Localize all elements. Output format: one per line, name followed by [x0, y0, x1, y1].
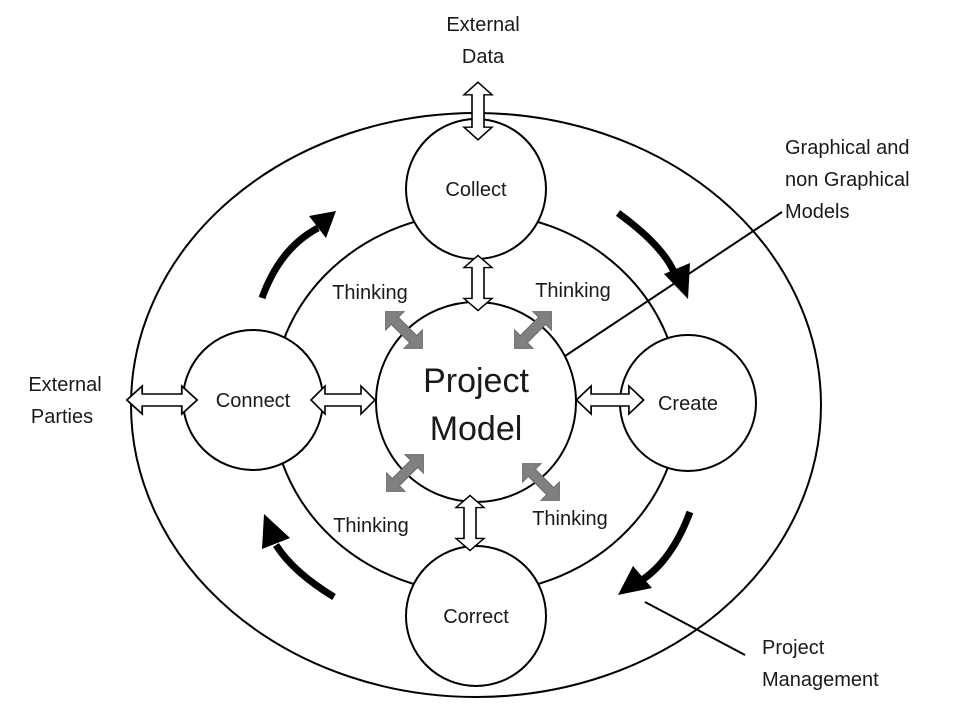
project-model-node: Project Model — [375, 301, 577, 503]
management-leader-line — [644, 601, 746, 656]
center-label-line2: Model — [430, 410, 523, 448]
thinking-label-bottom-left: Thinking — [333, 515, 409, 537]
collect-node: Collect — [405, 118, 547, 260]
correct-label: Correct — [443, 606, 509, 628]
connect-label: Connect — [216, 390, 291, 412]
thinking-label-bottom-right: Thinking — [532, 508, 608, 530]
project-management-label-line2: Management — [762, 669, 879, 691]
external-data-exchange-icon — [463, 81, 493, 141]
external-parties-label-line1: External — [28, 374, 101, 396]
connect-node: Connect — [182, 329, 324, 471]
external-data-label-line1: External — [446, 14, 519, 36]
connect-model-exchange-icon — [310, 385, 376, 415]
external-parties-label-line2: Parties — [31, 406, 93, 428]
cycle-arrow-bottom-left-icon — [262, 514, 336, 600]
create-label: Create — [658, 393, 718, 415]
model-create-exchange-icon — [575, 385, 645, 415]
models-label-line1: Graphical and — [785, 137, 910, 159]
cycle-arrow-bottom-right-icon — [618, 510, 694, 595]
thinking-label-top-right: Thinking — [535, 280, 611, 302]
models-label-line3: Models — [785, 201, 849, 223]
collect-model-exchange-icon — [463, 254, 493, 312]
project-management-label-line1: Project — [762, 637, 825, 659]
thinking-label-top-left: Thinking — [332, 282, 408, 304]
center-label-line1: Project — [423, 362, 529, 400]
external-parties-exchange-icon — [125, 385, 199, 415]
external-data-label-line2: Data — [462, 46, 505, 68]
models-label-line2: non Graphical — [785, 169, 910, 191]
collect-label: Collect — [445, 179, 507, 201]
cycle-arrow-top-left-icon — [258, 211, 336, 300]
correct-model-exchange-icon — [455, 494, 485, 552]
cycle-arrow-top-right-icon — [615, 210, 690, 299]
models-leader-line — [555, 211, 783, 363]
correct-node: Correct — [405, 545, 547, 687]
